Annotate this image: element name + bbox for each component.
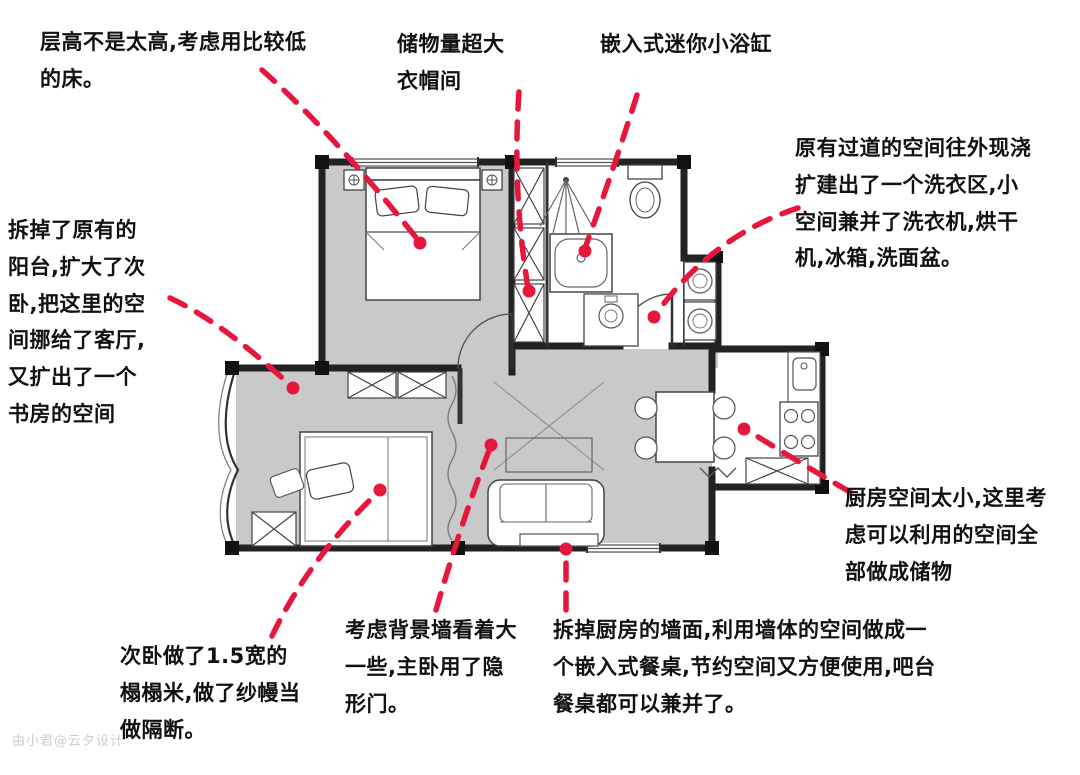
dining-chair (712, 436, 736, 460)
cushion (269, 468, 305, 498)
note-kitchen-storage: 厨房空间太小,这里考虑可以利用的空间全部做成储物 (845, 486, 1047, 584)
note-balcony: 拆掉了原有的阳台,扩大了次卧,把这里的空间挪给了客厅,又扩出了一个书房的空间 (8, 218, 146, 426)
gauze-curtain-partition (447, 375, 457, 541)
tv-console (519, 533, 599, 547)
arrow-to-kitchen (744, 427, 853, 495)
bathroom (539, 164, 663, 347)
toilet (627, 164, 663, 219)
note-tv-wall: 考虑背景墙看着大一些,主卧用了隐形门。 (345, 618, 517, 716)
shower-spray (539, 177, 593, 236)
nightstand-right (481, 169, 503, 191)
note-laundry: 原有过道的空间往外现浇扩建出了一个洗衣区,小空间兼并了洗衣机,烘干机,冰箱,洗面… (795, 136, 1032, 271)
dining-chair (634, 436, 658, 460)
living-room (487, 381, 605, 547)
annotation-arrows (167, 67, 853, 639)
note-dining: 拆掉厨房的墙面,利用墙体的空间做成一个嵌入式餐桌,节约空间又方便使用,吧台餐桌都… (553, 618, 936, 716)
pillow (305, 462, 355, 500)
kitchen-sink (792, 357, 817, 391)
dining-chair (634, 396, 658, 420)
rug (505, 437, 593, 473)
stove (779, 401, 819, 457)
tatami-bed (299, 431, 433, 547)
dryer (683, 301, 717, 341)
tatami-bedroom (251, 371, 457, 547)
kitchen (745, 351, 821, 485)
balcony-curved-window (218, 367, 240, 549)
ceiling-cross-lines (493, 381, 605, 471)
window-master-top (351, 157, 479, 167)
laundry-area (683, 261, 717, 341)
dining-chair (712, 396, 736, 420)
note-bathtub: 嵌入式迷你小浴缸 (600, 32, 772, 56)
built-in-dining-table (634, 391, 737, 478)
master-bedroom-door (457, 313, 514, 369)
window-bath-top (555, 157, 619, 167)
kitchen-cabinet-hatched (745, 457, 809, 485)
mini-bathtub (549, 233, 613, 293)
master-bedroom (343, 167, 503, 301)
wardrobe-hatched-top (347, 371, 447, 399)
zigzag-symbol (699, 467, 737, 478)
note-tatami: 次卧做了1.5宽的榻榻米,做了纱幔当做隔断。 (120, 644, 301, 742)
wash-basin (583, 293, 639, 347)
double-bed (365, 167, 481, 301)
storage-hatched-left (251, 511, 297, 547)
watermark: 由小君@云夕设计 (12, 734, 125, 749)
note-closet: 储物量超大衣帽间 (397, 32, 505, 93)
arrow-to-laundry (653, 205, 801, 317)
arrow-to-closet (514, 89, 531, 291)
note-low-bed: 层高不是太高,考虑用比较低的床。 (40, 30, 307, 91)
arrow-to-bed (259, 67, 421, 243)
arrow-to-tv-wall (433, 445, 493, 613)
arrow-to-tatami (269, 489, 381, 639)
arrow-to-balcony-area (167, 295, 294, 389)
arrow-end-dots (286, 236, 751, 556)
washing-machine (683, 261, 717, 301)
nightstand-left (343, 169, 365, 191)
